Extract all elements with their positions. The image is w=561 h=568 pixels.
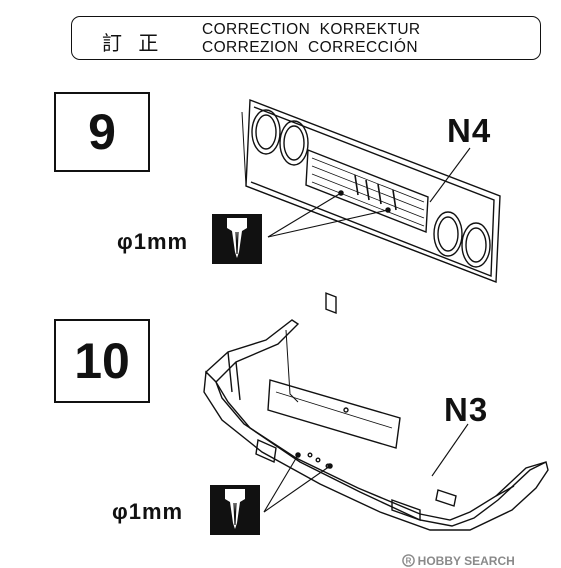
grille-part-n4 [241,98,501,314]
drill-size-step-9: φ1mm [117,229,189,254]
correction-header: 訂 正 CORRECTION KORREKTUR CORREZION CORRE… [71,16,541,60]
drill-size-step-10: φ1mm [112,499,184,524]
svg-text:R: R [405,557,411,566]
header-japanese: 訂 正 [102,31,164,55]
part-label-n4: N4 [447,112,492,149]
step-9-number: 9 [54,92,150,172]
drill-bit-icon [212,214,262,264]
leader-lines-step-9 [267,147,471,238]
step-10-number: 10 [54,319,150,403]
watermark: R HOBBY SEARCH [395,540,515,568]
registered-mark-icon: R [401,554,415,567]
watermark-text: HOBBY SEARCH [417,554,515,568]
leader-lines-step-10 [263,423,469,513]
bumper-part-n3 [203,319,549,531]
header-line-2: CORREZION CORRECCIÓN [202,39,418,56]
drill-bit-icon [210,485,260,535]
part-label-n3: N3 [444,391,489,428]
header-line-1: CORRECTION KORREKTUR [202,21,421,38]
